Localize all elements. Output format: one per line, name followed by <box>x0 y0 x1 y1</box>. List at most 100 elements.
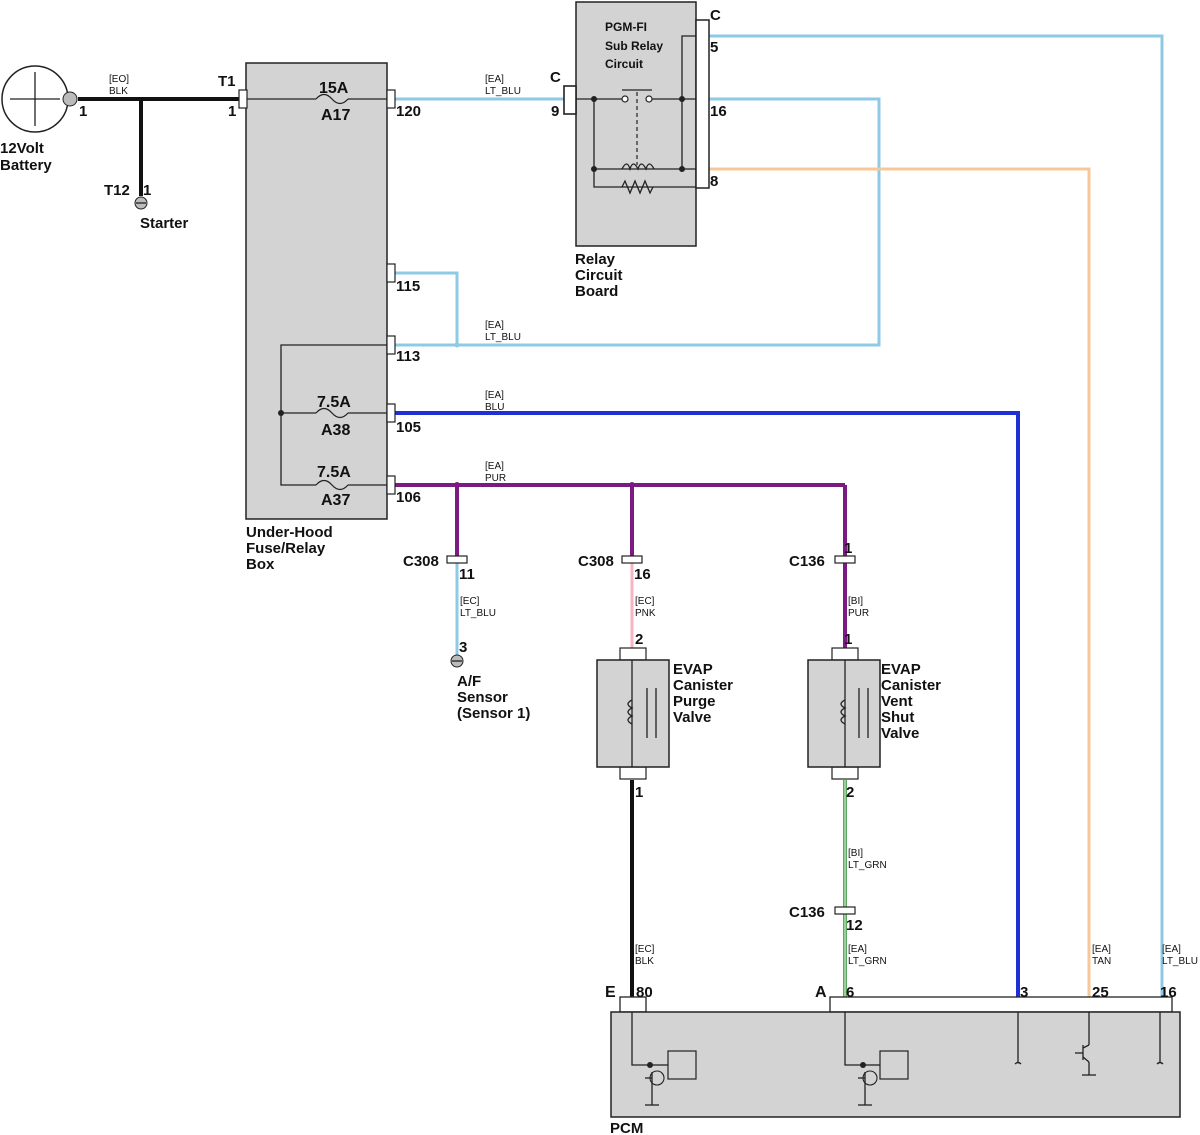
solenoid-coil-icon <box>840 699 847 725</box>
pin-105-label: 105 <box>396 419 421 436</box>
af-sensor-pin: 3 <box>459 639 467 656</box>
starter-connector: T12 <box>104 182 130 199</box>
fuse-box-name-3: Box <box>246 556 275 573</box>
connector-c136-12-icon <box>834 906 856 915</box>
fuse-a17-id: A17 <box>321 107 350 124</box>
w120-color: LT_BLU <box>485 86 521 97</box>
purge-pin-in: 2 <box>635 631 643 648</box>
fuse-box: T1 1 15A A17 7.5A A38 7.5A A37 120 115 1… <box>218 62 421 573</box>
pcm-a6-color: LT_GRN <box>848 956 887 967</box>
connector-c308-16-icon <box>621 555 643 564</box>
c136b-name: C136 <box>789 904 825 921</box>
fuse-a17-rating: 15A <box>319 80 349 97</box>
pin-105-connector <box>386 403 396 423</box>
relay-board: PGM-FI Sub Relay Circuit C 9 C 5 16 8 Re <box>550 1 727 300</box>
vent-valve-body <box>807 659 881 768</box>
wire-113-lt-blu <box>395 97 881 347</box>
c136a-name: C136 <box>789 553 825 570</box>
relay-title-3: Circuit <box>605 57 643 71</box>
purge-name-3: Purge <box>673 693 716 710</box>
fuse-a38-icon <box>315 407 349 419</box>
fuse-a37-icon <box>315 479 349 491</box>
wire-105-blu <box>395 411 1020 997</box>
relay-name-2: Circuit <box>575 267 623 284</box>
relay-pin-16: 16 <box>710 103 727 120</box>
tan-harness: [EA] <box>1092 944 1111 955</box>
pcm-pin-25: 25 <box>1092 984 1109 1001</box>
relay-pin-9: 9 <box>551 103 559 120</box>
connector-c308-16: C308 16 <box>578 553 651 583</box>
splice-106-b <box>629 482 635 488</box>
relay-resistor-icon <box>621 179 654 195</box>
starter-pin: 1 <box>143 182 151 199</box>
af-wire-color: LT_BLU <box>460 608 496 619</box>
pcm-connector-a-label: A <box>815 984 827 1001</box>
wire-relay8-pcm25-tan <box>709 167 1091 997</box>
c308b-pin: 16 <box>634 566 651 583</box>
wire-relay5-pcm16-lt-blu <box>709 34 1164 997</box>
pcm: E A 80 6 3 25 16 <box>605 984 1181 1135</box>
battery: 1 12Volt Battery <box>0 65 87 174</box>
battery-pin: 1 <box>79 103 87 120</box>
relay-title-1: PGM-FI <box>605 20 647 34</box>
battery-name-1: 12Volt <box>0 140 44 157</box>
connector-c136-1-icon <box>834 555 856 564</box>
starter-name: Starter <box>140 215 189 232</box>
wire-eo-harness: [EO] <box>109 74 129 85</box>
pcm-pin-16: 16 <box>1160 984 1177 1001</box>
fuse-a37-id: A37 <box>321 492 350 509</box>
w105-harness: [EA] <box>485 390 504 401</box>
relay-contact-icon <box>645 95 653 103</box>
pin-120-label: 120 <box>396 103 421 120</box>
splice-113 <box>454 342 460 348</box>
af-sensor-name-1: A/F <box>457 673 481 690</box>
pcm-connector-e-label: E <box>605 984 616 1001</box>
pcm-pin-80: 80 <box>636 984 653 1001</box>
pin-113-connector <box>386 335 396 355</box>
relay-connector-c-left <box>563 85 577 115</box>
connector-c136-1: C136 1 <box>789 540 856 570</box>
pcm-connector-a <box>829 996 1173 1013</box>
relay-name-3: Board <box>575 283 618 300</box>
fuse-box-name-2: Fuse/Relay <box>246 540 326 557</box>
splice-106-a <box>454 482 460 488</box>
pcm-e80-harness: [EC] <box>635 944 655 955</box>
solenoid-coil-icon <box>627 699 634 725</box>
pin-120-connector <box>386 89 396 109</box>
fuse-box-body <box>245 62 388 520</box>
c308a-pin: 11 <box>459 566 475 583</box>
battery-name-2: Battery <box>0 157 52 174</box>
c136b-pin: 12 <box>846 917 863 934</box>
w105-color: BLU <box>485 402 504 413</box>
w113-color: LT_BLU <box>485 332 521 343</box>
af-wire-harness: [EC] <box>460 596 480 607</box>
fuse-a37-rating: 7.5A <box>317 464 351 481</box>
purge-in-harness: [EC] <box>635 596 655 607</box>
relay-connector-left-label: C <box>550 69 561 86</box>
purge-name-4: Valve <box>673 709 711 726</box>
vent-pin-out: 2 <box>846 784 854 801</box>
tan-color: TAN <box>1092 956 1111 967</box>
pin-115-connector <box>386 263 396 283</box>
vent-out-harness: [BI] <box>848 848 863 859</box>
vent-name-4: Shut <box>881 709 914 726</box>
w106-harness: [EA] <box>485 461 504 472</box>
connector-c308-11: C308 11 <box>403 553 475 583</box>
relay-title-2: Sub Relay <box>605 39 663 53</box>
relay-connector-right-label: C <box>710 7 721 24</box>
pcm-name: PCM <box>610 1120 643 1135</box>
ltblu16-color: LT_BLU <box>1162 956 1198 967</box>
relay-connector-c-right <box>695 19 710 189</box>
w120-harness: [EA] <box>485 74 504 85</box>
purge-name-1: EVAP <box>673 661 713 678</box>
wire-115-lt-blu <box>395 271 459 345</box>
t1-connector <box>238 89 248 109</box>
pin-113-label: 113 <box>396 348 420 365</box>
vent-name-2: Canister <box>881 677 941 694</box>
relay-name-1: Relay <box>575 251 616 268</box>
input-terminal-icon <box>1014 1061 1022 1065</box>
relay-pin-8: 8 <box>710 173 718 190</box>
battery-terminal-icon <box>62 91 78 107</box>
relay-pin-5: 5 <box>710 39 718 56</box>
